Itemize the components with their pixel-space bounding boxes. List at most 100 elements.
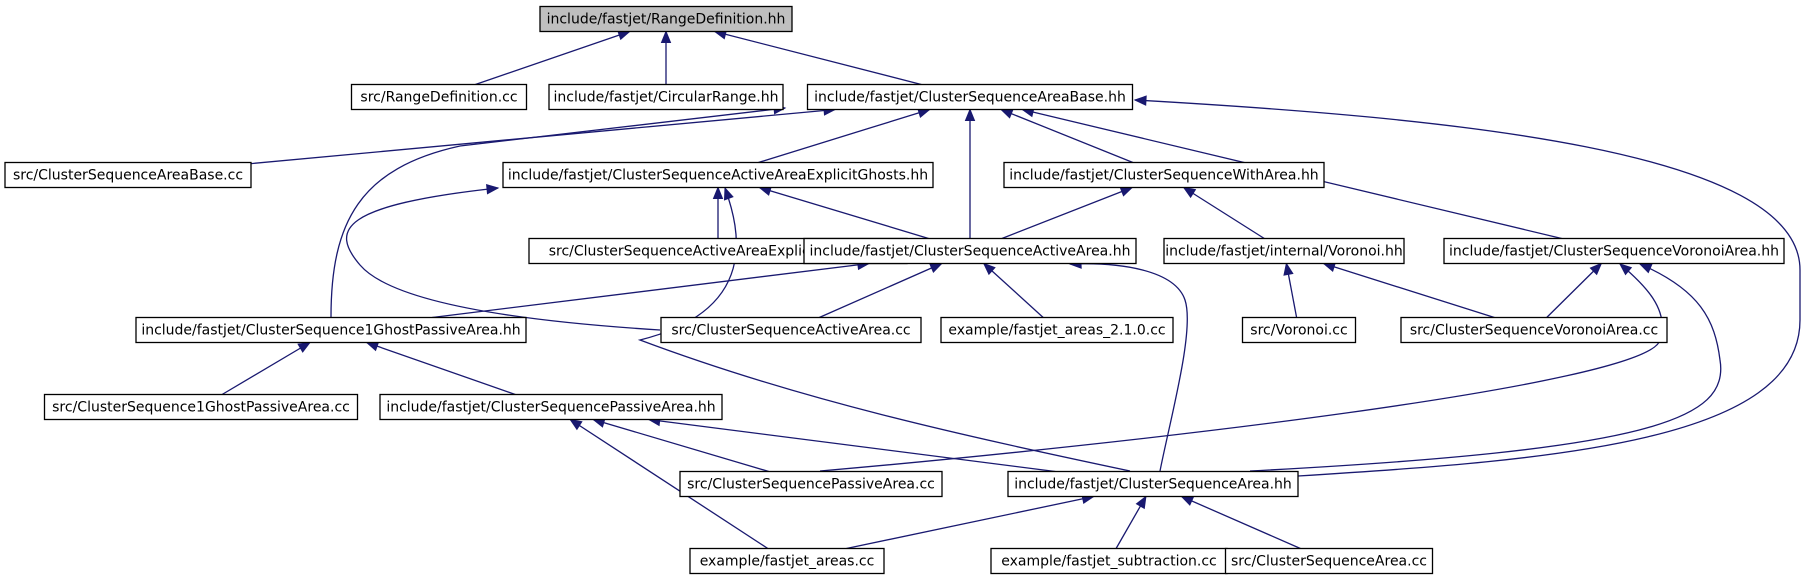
- node-label: include/fastjet/internal/Voronoi.hh: [1165, 244, 1402, 260]
- node-label: example/fastjet_areas_2.1.0.cc: [948, 323, 1165, 339]
- node-label: include/fastjet/ClusterSequenceActiveAre…: [810, 244, 1131, 260]
- graph-node[interactable]: example/fastjet_areas.cc: [689, 547, 885, 575]
- node-box[interactable]: [43, 393, 359, 421]
- node-box[interactable]: [679, 470, 943, 498]
- graph-node[interactable]: include/fastjet/ClusterSequenceVoronoiAr…: [1443, 237, 1785, 265]
- node-box[interactable]: [548, 83, 784, 111]
- arrowhead-icon: [964, 108, 976, 121]
- edge-line: [475, 30, 630, 86]
- node-box[interactable]: [689, 547, 885, 575]
- dependency-edge: [1322, 261, 1495, 319]
- node-box[interactable]: [1400, 316, 1668, 344]
- dependency-edge: [432, 259, 871, 319]
- graph-node[interactable]: src/ClusterSequencePassiveArea.cc: [679, 470, 943, 498]
- node-box[interactable]: [1241, 316, 1357, 344]
- graph-node[interactable]: include/fastjet/ClusterSequenceArea.hh: [1007, 470, 1299, 498]
- dependency-edge: [758, 107, 931, 164]
- node-label: include/fastjet/ClusterSequenceActiveAre…: [508, 168, 928, 184]
- node-label: include/fastjet/ClusterSequenceArea.hh: [1014, 477, 1292, 493]
- node-label: include/fastjet/ClusterSequenceVoronoiAr…: [1449, 244, 1779, 260]
- graph-node[interactable]: src/Voronoi.cc: [1241, 316, 1357, 344]
- node-label: src/ClusterSequenceVoronoiArea.cc: [1410, 323, 1658, 339]
- dependency-edge: [346, 184, 661, 331]
- dependency-edge: [250, 105, 837, 165]
- graph-node[interactable]: include/fastjet/CircularRange.hh: [548, 83, 784, 111]
- dependency-edge: [1546, 262, 1603, 318]
- edge-line: [846, 495, 1094, 550]
- graph-node[interactable]: src/ClusterSequenceArea.cc: [1224, 547, 1434, 575]
- node-label: include/fastjet/CircularRange.hh: [554, 90, 779, 106]
- dependency-edge: [591, 417, 769, 473]
- edge-line: [330, 107, 786, 318]
- node-label: src/Voronoi.cc: [1250, 323, 1347, 339]
- node-label: example/fastjet_subtraction.cc: [1001, 554, 1217, 570]
- arrowhead-icon: [486, 184, 500, 195]
- graph-node[interactable]: src/RangeDefinition.cc: [350, 83, 528, 111]
- edge-line: [221, 341, 311, 396]
- graph-node[interactable]: include/fastjet/ClusterSequenceWithArea.…: [1003, 161, 1325, 189]
- node-box[interactable]: [660, 316, 922, 344]
- graph-node[interactable]: include/fastjet/internal/Voronoi.hh: [1163, 237, 1405, 265]
- node-label: example/fastjet_areas.cc: [700, 554, 875, 570]
- node-box[interactable]: [379, 393, 723, 421]
- arrowhead-icon: [1283, 262, 1294, 276]
- node-label: include/fastjet/ClusterSequence1GhostPas…: [141, 323, 520, 339]
- graph-node[interactable]: example/fastjet_areas_2.1.0.cc: [940, 316, 1174, 344]
- node-label: include/fastjet/ClusterSequencePassiveAr…: [386, 400, 715, 416]
- node-box[interactable]: [1007, 470, 1299, 498]
- graph-node[interactable]: include/fastjet/ClusterSequenceAreaBase.…: [806, 83, 1134, 111]
- graph-node[interactable]: src/ClusterSequenceActiveArea.cc: [660, 316, 922, 344]
- edge-line: [1181, 495, 1301, 550]
- dependency-edge: [758, 185, 929, 240]
- root-node-box[interactable]: [539, 5, 793, 33]
- arrowhead-icon: [1618, 263, 1633, 276]
- edge-line: [819, 263, 1663, 472]
- edge-line: [983, 263, 1044, 318]
- node-box[interactable]: [1163, 237, 1405, 265]
- edge-line: [758, 108, 930, 164]
- edge-line: [346, 187, 661, 331]
- edge-line: [714, 30, 922, 86]
- dependency-edge: [964, 108, 976, 239]
- dependency-edge: [1180, 495, 1301, 550]
- arrowhead-icon: [297, 341, 312, 353]
- graph-node[interactable]: src/ClusterSequenceAreaBase.cc: [4, 161, 252, 189]
- arrowhead-icon: [723, 186, 734, 201]
- node-box[interactable]: [1443, 237, 1785, 265]
- node-box[interactable]: [502, 161, 934, 189]
- node-box[interactable]: [806, 83, 1134, 111]
- node-box[interactable]: [350, 83, 528, 111]
- dependency-edge: [1182, 186, 1265, 240]
- edge-line: [648, 418, 1056, 473]
- node-box[interactable]: [803, 237, 1137, 265]
- node-box[interactable]: [1003, 161, 1325, 189]
- graph-node[interactable]: include/fastjet/ClusterSequencePassiveAr…: [379, 393, 723, 421]
- graph-node[interactable]: include/fastjet/RangeDefinition.hh: [539, 5, 793, 33]
- edge-line: [1183, 186, 1265, 240]
- arrowhead-icon: [1135, 495, 1147, 510]
- node-label: src/ClusterSequencePassiveArea.cc: [687, 477, 935, 493]
- arrowhead-icon: [1180, 495, 1195, 506]
- dependency-edge: [1001, 186, 1134, 240]
- dependency-edge: [330, 104, 787, 318]
- edge-line: [1134, 99, 1801, 477]
- graph-node[interactable]: src/ClusterSequenceVoronoiArea.cc: [1400, 316, 1668, 344]
- node-label: src/ClusterSequenceActiveArea.cc: [671, 323, 910, 339]
- graph-node[interactable]: example/fastjet_subtraction.cc: [990, 547, 1228, 575]
- node-box[interactable]: [1224, 547, 1434, 575]
- edge-line: [1546, 263, 1602, 318]
- dependency-edge: [1133, 95, 1801, 477]
- graph-node[interactable]: include/fastjet/ClusterSequenceActiveAre…: [502, 161, 934, 189]
- node-box[interactable]: [940, 316, 1174, 344]
- graph-node[interactable]: include/fastjet/ClusterSequence1GhostPas…: [135, 316, 527, 344]
- node-box[interactable]: [4, 161, 252, 189]
- edge-line: [593, 418, 769, 473]
- node-box[interactable]: [135, 316, 527, 344]
- graph-node[interactable]: include/fastjet/ClusterSequenceActiveAre…: [803, 237, 1137, 265]
- graph-node[interactable]: src/ClusterSequence1GhostPassiveArea.cc: [43, 393, 359, 421]
- arrowhead-icon: [712, 186, 724, 199]
- node-label: include/fastjet/ClusterSequenceAreaBase.…: [814, 90, 1126, 106]
- arrowhead-icon: [1119, 186, 1134, 197]
- dependency-edge: [999, 108, 1134, 164]
- dependency-edge: [221, 341, 312, 396]
